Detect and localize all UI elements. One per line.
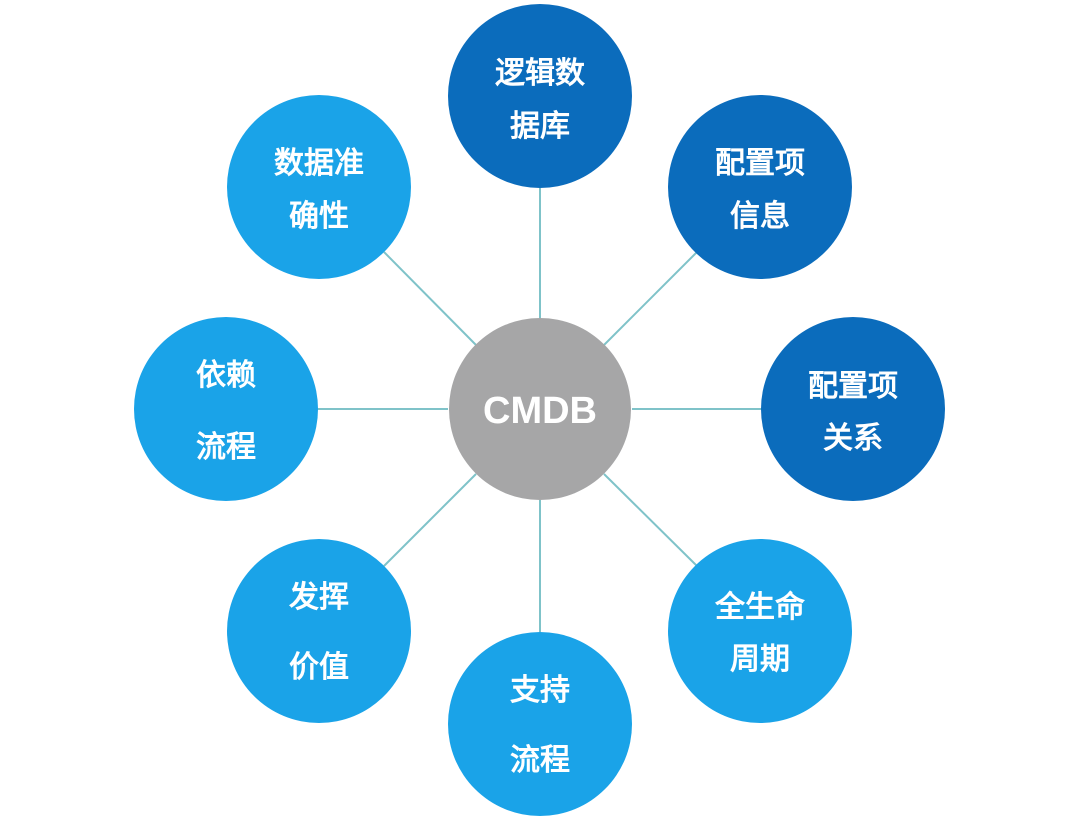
node-circle xyxy=(227,95,411,279)
node-label-line1: 全生命 xyxy=(714,590,806,625)
node-label-line2: 关系 xyxy=(823,421,883,456)
node-ci-info: 配置项 信息 xyxy=(668,95,852,279)
node-logical-database: 逻辑数 据库 xyxy=(448,4,632,188)
cmdb-hub: CMDB xyxy=(449,318,631,500)
node-label-line2: 流程 xyxy=(196,430,256,465)
hub-circle xyxy=(449,318,631,500)
node-circle xyxy=(668,539,852,723)
node-support-process: 支持 流程 xyxy=(448,632,632,816)
connector-lines xyxy=(317,188,763,632)
node-label-line2: 据库 xyxy=(510,109,570,144)
node-circle xyxy=(227,539,411,723)
node-label-line2: 确性 xyxy=(289,199,349,234)
node-label-line2: 信息 xyxy=(730,199,790,234)
hub-label: CMDB xyxy=(483,390,597,432)
node-circle xyxy=(448,632,632,816)
connector-data-accuracy xyxy=(383,251,477,346)
connector-lifecycle xyxy=(603,473,698,567)
node-label-line2: 流程 xyxy=(510,743,570,778)
node-label-line1: 数据准 xyxy=(274,146,364,181)
node-label-line1: 配置项 xyxy=(808,369,898,404)
node-label-line1: 依赖 xyxy=(196,358,256,393)
node-dependency-process: 依赖 流程 xyxy=(134,317,318,501)
node-circle xyxy=(761,317,945,501)
node-label-line1: 发挥 xyxy=(288,580,349,615)
node-ci-relations: 配置项 关系 xyxy=(761,317,945,501)
connector-ci-info xyxy=(603,251,698,346)
node-deliver-value: 发挥 价值 xyxy=(227,539,411,723)
node-label-line1: 支持 xyxy=(510,673,570,708)
node-circle xyxy=(668,95,852,279)
node-label-line1: 配置项 xyxy=(715,146,805,181)
node-label-line2: 价值 xyxy=(289,650,349,685)
connector-deliver-value xyxy=(383,473,477,567)
node-circle xyxy=(448,4,632,188)
node-data-accuracy: 数据准 确性 xyxy=(227,95,411,279)
node-label-line2: 周期 xyxy=(730,642,790,677)
node-lifecycle: 全生命 周期 xyxy=(668,539,852,723)
node-circle xyxy=(134,317,318,501)
node-label-line1: 逻辑数 xyxy=(495,56,586,91)
